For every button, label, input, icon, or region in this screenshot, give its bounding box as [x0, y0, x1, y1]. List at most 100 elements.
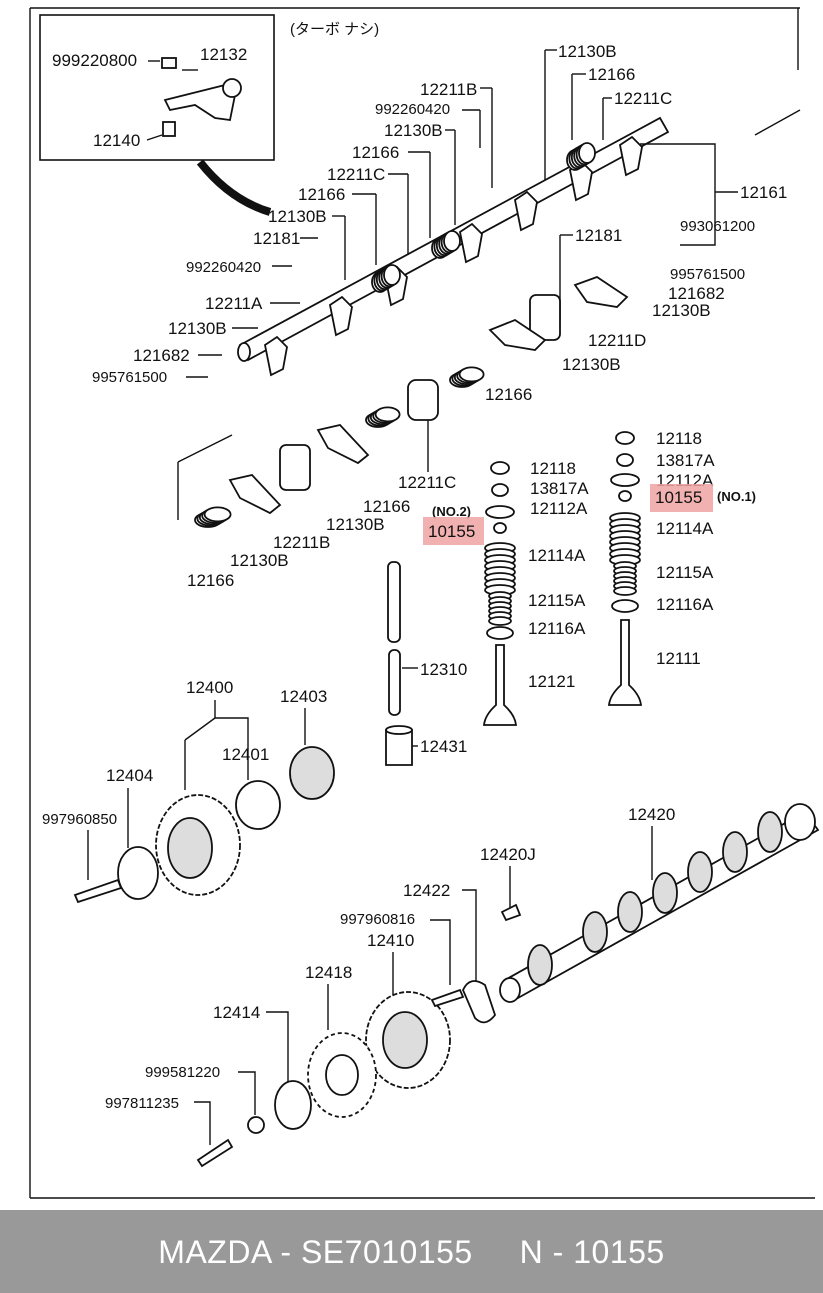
rocker-arm: [618, 135, 643, 177]
spring-coil: [578, 142, 596, 164]
highlight-10155-no2: [423, 517, 484, 545]
rocker-parts-exploded: [194, 275, 629, 528]
footer-part-number: MAZDA - SE7010155 N - 10155: [158, 1234, 665, 1270]
valve-spring-coil: [613, 586, 637, 596]
label-12111: 12111: [656, 649, 701, 668]
label-12130B-h: 12130B: [230, 551, 289, 570]
label-12116A-b: 12116A: [656, 595, 714, 614]
valve-assembly-no2: [483, 461, 517, 726]
label-12115A-a: 12115A: [528, 591, 586, 610]
push-rod-assembly: [385, 561, 413, 766]
rocker-arm: [316, 424, 370, 465]
note-no2: (NO.2): [432, 504, 471, 519]
label-12418: 12418: [305, 963, 352, 982]
highlight-10155-no1: [650, 484, 713, 512]
label-12130B-g: 12130B: [326, 515, 385, 534]
spring-coil: [458, 366, 485, 383]
label-12414: 12414: [213, 1003, 260, 1022]
label-12181-a: 12181: [253, 229, 300, 248]
rocker-arm: [328, 295, 353, 337]
cam-lobe: [687, 851, 713, 893]
label-12211C-b: 12211C: [327, 165, 385, 184]
label-12420: 12420: [628, 805, 675, 824]
label-992260420-a: 992260420: [375, 101, 450, 118]
label-995761500-a: 995761500: [92, 369, 167, 386]
gear-group-lower: [196, 903, 522, 1168]
label-12130B-a: 12130B: [558, 42, 617, 61]
label-12422: 12422: [403, 881, 450, 900]
label-12130B-f: 12130B: [562, 355, 621, 374]
label-12112A-a: 12112A: [530, 499, 588, 518]
spring-coil: [374, 406, 401, 423]
cam-lobe: [722, 831, 748, 873]
label-12114A-b: 12114A: [656, 519, 714, 538]
diagram-frame: [29, 7, 815, 1199]
label-12121: 12121: [528, 672, 575, 691]
label-12118-a: 12118: [530, 459, 576, 478]
label-12166-d: 12166: [485, 385, 532, 404]
label-997960816: 997960816: [340, 911, 415, 928]
label-13817A-a: 13817A: [530, 479, 589, 498]
label-12403: 12403: [280, 687, 327, 706]
cam-lobe: [582, 911, 608, 953]
rocker-arm: [263, 335, 288, 377]
label-12211C-a: 12211C: [614, 89, 672, 108]
label-12211A: 12211A: [205, 294, 263, 313]
cam-lobe: [527, 944, 553, 986]
label-993061200: 993061200: [680, 218, 755, 235]
rocker-arm: [513, 190, 538, 232]
note-no1: (NO.1): [717, 489, 756, 504]
gear-group-upper: [73, 746, 335, 904]
label-12166-c: 12166: [298, 185, 345, 204]
label-999581220: 999581220: [145, 1064, 220, 1081]
camshaft: [499, 803, 820, 1003]
label-121682-a: 121682: [133, 346, 190, 365]
label-12161: 12161: [740, 183, 787, 202]
label-13817A-b: 13817A: [656, 451, 715, 470]
rocker-arm: [488, 318, 547, 351]
label-12130B-d: 12130B: [168, 319, 227, 338]
rocker-arm: [573, 275, 629, 308]
label-997811235: 997811235: [105, 1095, 179, 1112]
label-12166-e: 12166: [363, 497, 410, 516]
label-12410: 12410: [367, 931, 414, 950]
label-12310: 12310: [420, 660, 467, 679]
label-12118-b: 12118: [656, 429, 702, 448]
label-12115A-b: 12115A: [656, 563, 714, 582]
label-12211B-a: 12211B: [420, 80, 477, 99]
label-12166-b: 12166: [352, 143, 399, 162]
footer-bar: MAZDA - SE7010155 N - 10155: [0, 1210, 823, 1293]
label-12431: 12431: [420, 737, 467, 756]
label-12130B-e: 12130B: [652, 301, 711, 320]
valve-assembly-no1: [608, 431, 642, 706]
label-12211D: 12211D: [588, 331, 646, 350]
label-12420J: 12420J: [480, 845, 536, 864]
label-10155-b: 10155: [655, 488, 702, 507]
label-992260420-b: 992260420: [186, 259, 261, 276]
rocker-arm: [228, 474, 282, 515]
label-12114A-a: 12114A: [528, 546, 586, 565]
label-12140: 12140: [93, 131, 140, 150]
spring-coil: [443, 230, 461, 252]
cam-lobe: [757, 811, 783, 853]
label-999220800: 999220800: [52, 51, 137, 70]
label-995761500-b: 995761500: [670, 266, 745, 283]
label-12400: 12400: [186, 678, 233, 697]
label-12211C-c: 12211C: [398, 473, 456, 492]
label-12181-b: 12181: [575, 226, 622, 245]
parts-diagram: (ターボ ナシ) 999220800 12132 12140 12211B 99…: [29, 7, 820, 1199]
rocker-shaft-assembly: [237, 116, 670, 377]
inset-box: [39, 14, 275, 216]
cam-lobe: [617, 891, 643, 933]
label-12130B-b: 12130B: [384, 121, 443, 140]
header-note: (ターボ ナシ): [290, 21, 379, 38]
label-12211B-b: 12211B: [273, 533, 330, 552]
valve-spring-coil: [488, 616, 512, 626]
label-12130B-c: 12130B: [268, 207, 327, 226]
label-121682-b: 121682: [668, 284, 725, 303]
spring-coil: [203, 506, 232, 523]
label-997960850: 997960850: [42, 811, 117, 828]
label-12404: 12404: [106, 766, 153, 785]
label-10155-a: 10155: [428, 522, 475, 541]
cam-lobe: [652, 872, 678, 914]
